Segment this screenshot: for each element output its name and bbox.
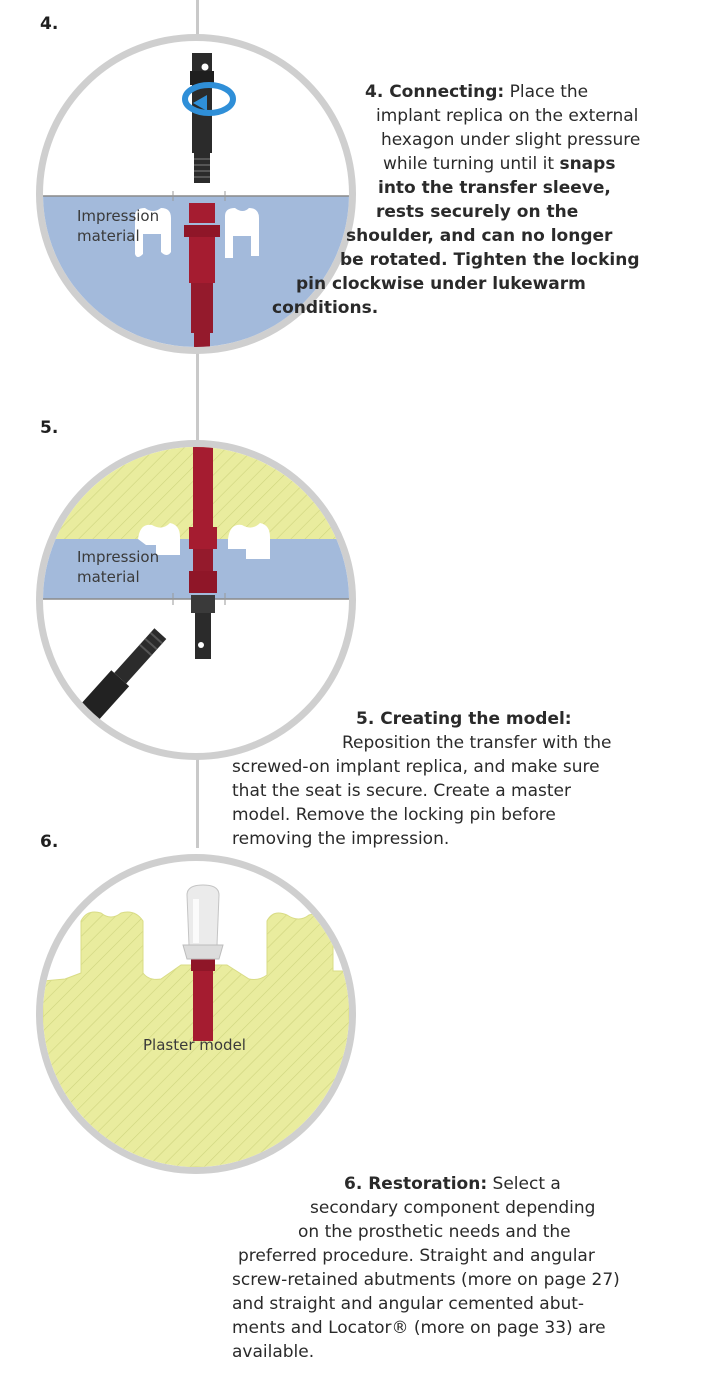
step5-drawing <box>43 447 349 753</box>
plaster-model-label: Plaster model <box>143 1036 246 1054</box>
timeline-line <box>196 748 199 848</box>
timeline-line <box>196 318 199 468</box>
step6-drawing <box>43 884 349 1167</box>
step-number: 6. <box>40 832 59 852</box>
step6-illustration: Plaster model <box>36 854 356 1174</box>
step4-illustration: Impression material <box>36 34 356 354</box>
step6-description: 6. Restoration: Select a secondary compo… <box>232 1174 620 1362</box>
impression-material-label: Impression material <box>77 548 160 586</box>
step-number: 4. <box>40 14 59 34</box>
rotation-arrow-icon <box>182 82 236 116</box>
timeline-line <box>196 0 199 40</box>
impression-material-label: Impression material <box>77 207 160 245</box>
step5-illustration: Impression material <box>36 440 356 760</box>
step5-description: 5. Creating the model: Reposition the tr… <box>232 709 612 849</box>
step-number: 5. <box>40 418 59 438</box>
step4-drawing <box>43 53 349 347</box>
step4-description: 4. Connecting: Place the implant replica… <box>272 82 641 318</box>
